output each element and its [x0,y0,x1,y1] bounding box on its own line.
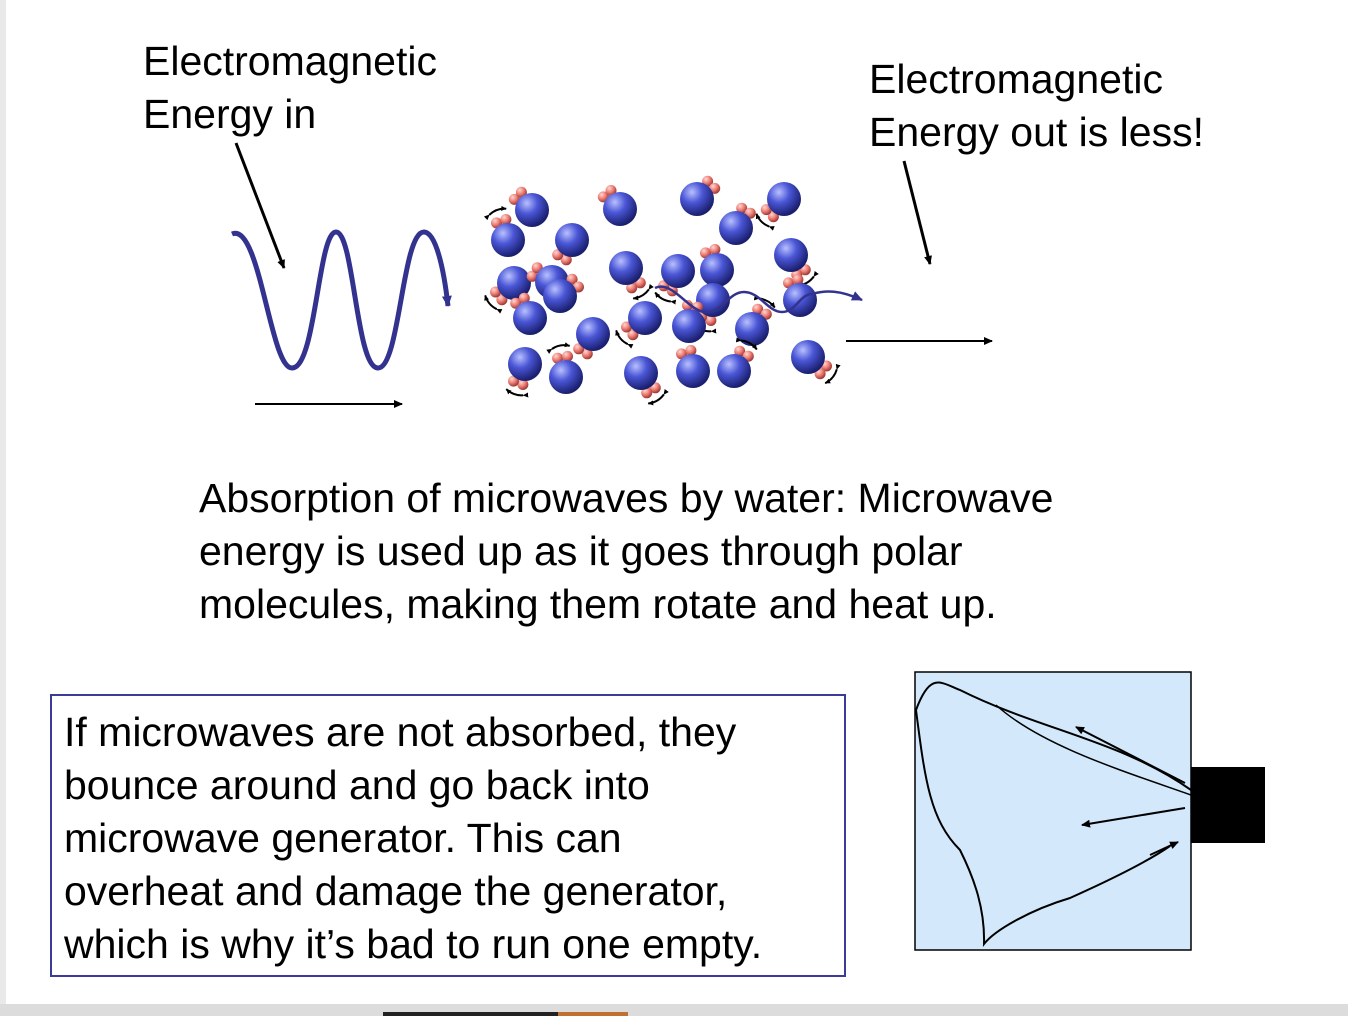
hydrogen-atom [517,379,529,390]
hydrogen-atom [552,352,564,364]
note-line5: which is why it’s bad to run one empty. [64,921,763,967]
oxygen-atom [676,354,710,388]
window-bottom-mark-dark [383,1012,558,1016]
energy-in-label-line2: Energy in [143,91,317,137]
energy-in-label: Electromagnetic Energy in [143,35,437,141]
caption-line3: molecules, making them rotate and heat u… [199,581,997,627]
energy-out-label-line2: Energy out is less! [869,109,1204,155]
hydrogen-atom [792,274,804,285]
note-line3: microwave generator. This can [64,815,622,861]
oxygen-atom [609,251,643,285]
rotation-arrow [632,283,654,301]
oxygen-atom [513,301,547,335]
rotation-arrow [735,337,758,351]
hydrogen-atom [685,345,697,356]
hydrogen-atom [518,292,530,304]
bounce-path-return [995,704,1192,796]
oxygen-atom [497,266,531,300]
oxygen-atom [628,301,662,335]
incoming-wave [231,229,452,371]
hydrogen-atom [526,270,538,282]
note-line1: If microwaves are not absorbed, they [64,709,737,755]
water-molecule-cluster [483,175,841,406]
oxygen-atom [555,223,589,257]
rotation-arrow [483,205,507,221]
oxygen-atom [717,354,751,388]
rotation-arrow [546,342,571,354]
oxygen-atom [719,211,753,245]
rotation-arrow [647,388,669,406]
rotation-arrow [824,363,841,385]
rotation-arrow [755,213,775,231]
rotation-arrow [505,388,529,398]
oxygen-atom [491,223,525,257]
caption-line1: Absorption of microwaves by water: Micro… [199,475,1054,521]
note-line2: bounce around and go back into [64,762,650,808]
rotation-arrow [615,329,634,349]
bounce-path [914,681,1192,947]
energy-out-label-line1: Electromagnetic [869,56,1163,102]
oxygen-atom [603,192,637,226]
note-line4: overheat and damage the generator, [64,868,728,914]
energy-in-label-line1: Electromagnetic [143,38,437,84]
window-left-edge [0,0,6,1016]
microwave-generator [1191,767,1265,843]
energy-out-pointer-arrow [902,160,932,265]
oxygen-atom [700,253,734,287]
oxygen-atom [624,356,658,390]
window-bottom-mark-accent [558,1012,628,1016]
rotation-arrow [654,291,677,305]
oven-cavity [914,671,1192,951]
oxygen-atom [791,340,825,374]
oxygen-atom [672,309,706,343]
hydrogen-atom [560,254,572,266]
absorption-caption: Absorption of microwaves by water: Micro… [199,472,1199,631]
oxygen-atom [549,360,583,394]
reflected-ray-arrow-2 [1081,807,1186,828]
caption-line2: energy is used up as it goes through pol… [199,528,963,574]
oxygen-atom [774,238,808,272]
hydrogen-atom [682,299,693,311]
note-text: If microwaves are not absorbed, they bou… [64,706,844,971]
oxygen-atom [767,182,801,216]
note-box: If microwaves are not absorbed, they bou… [50,694,846,977]
energy-in-pointer-arrow [234,142,286,269]
rotation-arrow [484,294,503,314]
energy-out-label: Electromagnetic Energy out is less! [869,53,1204,159]
reflected-ray-arrow-3 [1149,841,1179,856]
oxygen-atom [543,279,577,313]
hydrogen-atom [709,244,721,255]
oxygen-atom [508,347,542,381]
hydrogen-atom [705,315,717,326]
reflected-ray-arrow-1 [1075,726,1186,784]
oxygen-atom [735,312,769,346]
hydrogen-atom [581,348,593,360]
oxygen-atom [696,283,730,317]
attenuated-wave [654,285,863,314]
oxygen-atom [680,182,714,216]
oxygen-atom [661,254,695,288]
window-bottom-band [0,1004,1348,1016]
oxygen-atom [515,193,549,227]
hydrogen-atom [736,202,748,214]
oxygen-atom [576,317,610,351]
